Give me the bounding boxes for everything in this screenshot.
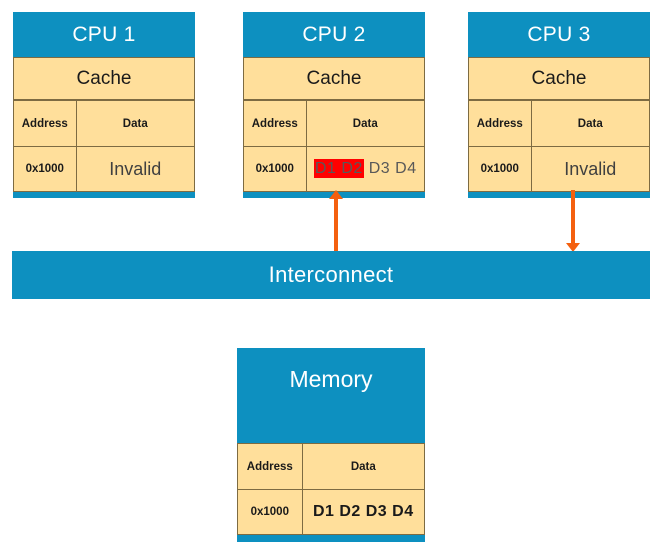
cache-label-3: Cache xyxy=(468,57,650,100)
cpu-title-2: CPU 2 xyxy=(243,12,425,57)
table-header-row: Address Data xyxy=(13,100,196,147)
cache-label-1: Cache xyxy=(13,57,195,100)
cache-table-3: Address Data 0x1000 Invalid xyxy=(468,100,651,192)
memory-table: Address Data 0x1000 D1 D2 D3 D4 xyxy=(237,443,426,535)
column-header-data: Data xyxy=(305,100,426,147)
cpu-block-3: CPU 3 Cache Address Data 0x1000 Invalid xyxy=(468,12,651,198)
cpu-title-1: CPU 1 xyxy=(13,12,195,57)
cell-address: 0x1000 xyxy=(468,146,532,192)
column-header-data: Data xyxy=(301,443,426,490)
cache-table-1: Address Data 0x1000 Invalid xyxy=(13,100,196,192)
cell-data: Invalid xyxy=(530,146,651,192)
connector-cpu2-to-interconnect xyxy=(327,190,345,252)
cache-data-value: D1 D2 D3 D4 xyxy=(313,159,417,178)
highlighted-bytes: D1 D2 xyxy=(313,159,364,178)
cpu-block-1: CPU 1 Cache Address Data 0x1000 Invalid xyxy=(13,12,196,198)
memory-block: Memory Address Data 0x1000 D1 D2 D3 D4 xyxy=(237,348,426,542)
column-header-data: Data xyxy=(530,100,651,147)
connector-line xyxy=(571,190,575,244)
column-header-address: Address xyxy=(13,100,77,147)
connector-cpu3-to-interconnect xyxy=(564,190,582,252)
arrow-up-icon xyxy=(329,190,343,199)
remaining-bytes: D3 D4 xyxy=(368,160,417,177)
memory-data-value: D1 D2 D3 D4 xyxy=(312,503,414,520)
table-header-row: Address Data xyxy=(468,100,651,147)
arrow-down-icon xyxy=(566,243,580,252)
interconnect-label: Interconnect xyxy=(268,262,394,287)
cpu-block-2: CPU 2 Cache Address Data 0x1000 D1 D2 D3… xyxy=(243,12,426,198)
column-header-address: Address xyxy=(237,443,303,490)
cache-table-2: Address Data 0x1000 D1 D2 D3 D4 xyxy=(243,100,426,192)
cpu-footer-bar-3 xyxy=(468,192,650,198)
memory-footer-bar xyxy=(237,535,425,542)
column-header-address: Address xyxy=(243,100,307,147)
cell-address: 0x1000 xyxy=(237,489,303,535)
table-row: 0x1000 D1 D2 D3 D4 xyxy=(243,146,426,192)
cpu-footer-bar-1 xyxy=(13,192,195,198)
connector-line xyxy=(334,198,338,252)
memory-title: Memory xyxy=(237,348,425,443)
table-row: 0x1000 D1 D2 D3 D4 xyxy=(237,489,426,535)
cache-label-2: Cache xyxy=(243,57,425,100)
column-header-address: Address xyxy=(468,100,532,147)
table-header-row: Address Data xyxy=(237,443,426,490)
cpu-title-3: CPU 3 xyxy=(468,12,650,57)
column-header-data: Data xyxy=(75,100,196,147)
table-header-row: Address Data xyxy=(243,100,426,147)
interconnect-bar: Interconnect xyxy=(12,251,650,299)
table-row: 0x1000 Invalid xyxy=(13,146,196,192)
cell-data: D1 D2 D3 D4 xyxy=(305,146,426,192)
table-row: 0x1000 Invalid xyxy=(468,146,651,192)
cell-data: D1 D2 D3 D4 xyxy=(301,489,426,535)
cell-address: 0x1000 xyxy=(13,146,77,192)
cell-address: 0x1000 xyxy=(243,146,307,192)
cell-data: Invalid xyxy=(75,146,196,192)
